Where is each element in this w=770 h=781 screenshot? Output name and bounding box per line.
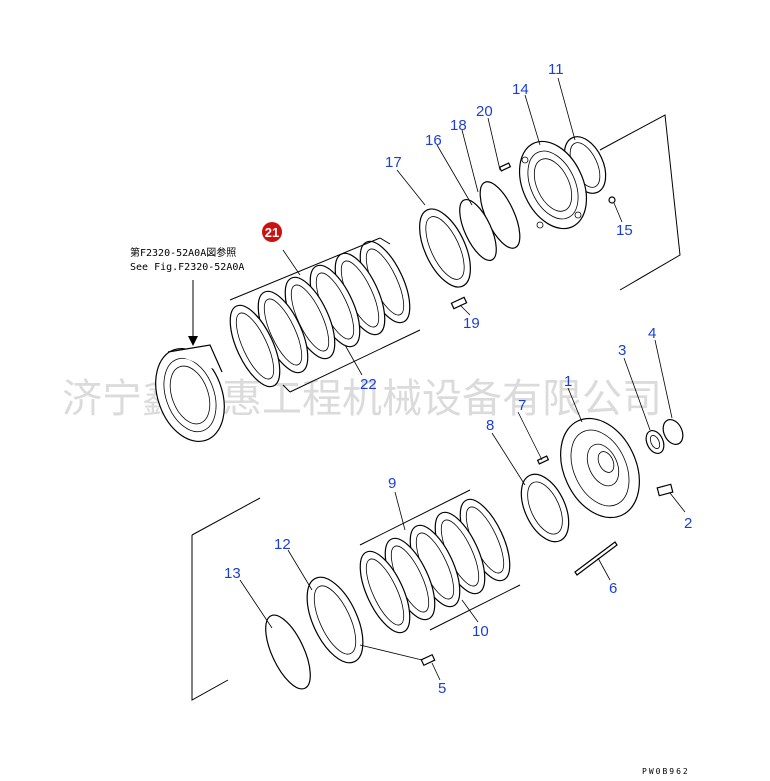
label-3: 3 bbox=[618, 342, 626, 359]
label-21-badge: 21 bbox=[262, 222, 282, 242]
label-16: 16 bbox=[425, 132, 442, 149]
bracket-22 bbox=[282, 329, 421, 393]
label-10: 10 bbox=[472, 623, 489, 640]
leader-5-line bbox=[359, 644, 423, 661]
part-14-carrier bbox=[518, 140, 588, 230]
label-19: 19 bbox=[463, 315, 480, 332]
label-15: 15 bbox=[616, 222, 633, 239]
drawing-code: PW0B962 bbox=[642, 767, 690, 776]
reference-text-en: See Fig.F2320-52A0A bbox=[130, 262, 244, 273]
label-17: 17 bbox=[385, 154, 402, 171]
label-8: 8 bbox=[486, 417, 494, 434]
part-7-pin bbox=[536, 455, 550, 465]
label-6: 6 bbox=[609, 580, 617, 597]
bracket-9 bbox=[359, 489, 471, 546]
disc-stack-lower bbox=[359, 498, 511, 634]
label-9: 9 bbox=[388, 475, 396, 492]
leader-21 bbox=[282, 249, 301, 276]
label-20: 20 bbox=[476, 103, 493, 120]
bracket-21 bbox=[229, 237, 391, 301]
part-1-housing bbox=[560, 417, 640, 519]
reference-housing bbox=[155, 344, 225, 443]
part-8-ring-gear bbox=[520, 473, 570, 543]
part-15-bolt bbox=[608, 196, 616, 204]
disc-stack-upper bbox=[229, 240, 411, 388]
reference-arrow-head bbox=[188, 336, 198, 346]
label-7: 7 bbox=[518, 397, 526, 414]
leader-22 bbox=[344, 344, 363, 376]
label-22: 22 bbox=[360, 376, 377, 393]
label-18: 18 bbox=[450, 117, 467, 134]
label-13: 13 bbox=[224, 565, 241, 582]
label-1: 1 bbox=[564, 373, 572, 390]
part-5-bolt bbox=[420, 653, 436, 667]
part-19-bolt bbox=[450, 296, 468, 310]
label-5: 5 bbox=[438, 680, 446, 697]
part-13-seal-ring bbox=[265, 614, 311, 690]
label-14: 14 bbox=[512, 81, 529, 98]
label-21: 21 bbox=[265, 225, 279, 240]
label-4: 4 bbox=[648, 325, 656, 342]
part-2-fitting bbox=[656, 483, 674, 497]
part-3-bearing bbox=[645, 430, 665, 454]
bracket-10 bbox=[429, 584, 521, 631]
part-16-ring bbox=[459, 198, 497, 262]
part-20-pin bbox=[498, 162, 512, 172]
label-2: 2 bbox=[684, 515, 692, 532]
leader-9 bbox=[394, 491, 406, 531]
part-4-snap-ring bbox=[662, 419, 684, 445]
leader-lines bbox=[239, 77, 686, 681]
part-6-shaft bbox=[574, 541, 618, 576]
frame-line-top bbox=[599, 114, 681, 291]
reference-text-jp: 第F2320-52A0A図参照 bbox=[130, 246, 236, 259]
label-11: 11 bbox=[548, 61, 564, 78]
part-12-plate bbox=[306, 576, 364, 664]
part-17-plate bbox=[419, 208, 471, 288]
frame-line-bottom bbox=[191, 497, 261, 701]
label-12: 12 bbox=[274, 536, 291, 553]
leader-10 bbox=[461, 599, 479, 623]
